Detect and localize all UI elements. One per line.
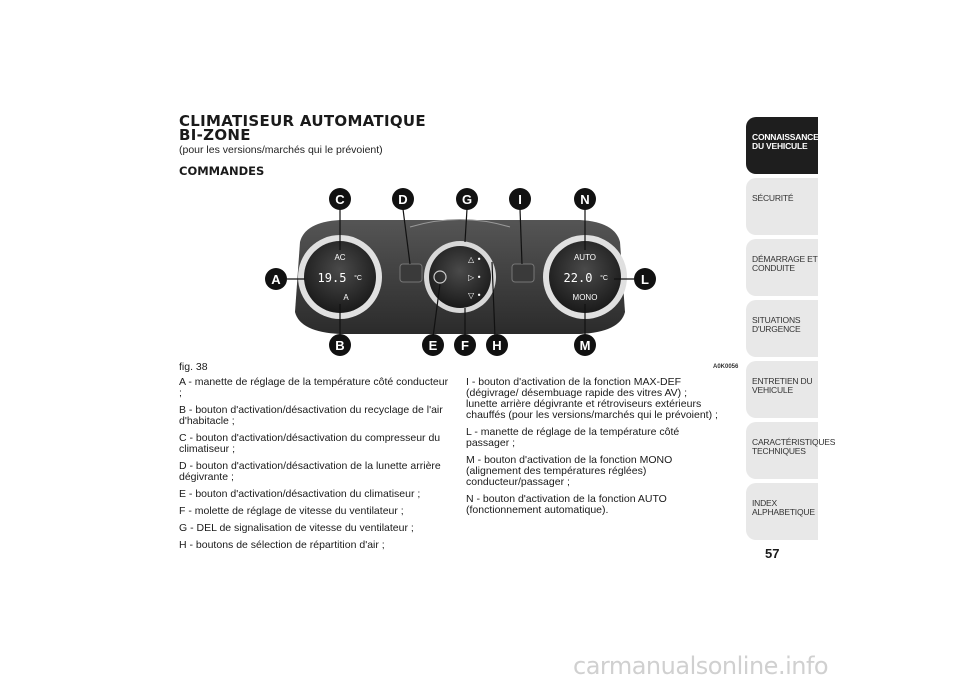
legend-item-H: H - boutons de sélection de répartition … xyxy=(179,539,385,551)
legend-item-L: L - manette de réglage de la température… xyxy=(466,426,680,449)
callout-F: F xyxy=(454,334,476,356)
page-heading: CLIMATISEUR AUTOMATIQUE BI-ZONE xyxy=(179,112,426,144)
svg-text:N: N xyxy=(580,192,589,207)
heading-line-2: BI-ZONE xyxy=(179,126,251,144)
legend-item-C: C - bouton d'activation/désactivation du… xyxy=(179,432,441,455)
callout-N: N xyxy=(574,188,596,210)
legend-item-F: F - molette de réglage de vitesse du ven… xyxy=(179,505,404,517)
svg-text:B: B xyxy=(335,338,344,353)
svg-text:I: I xyxy=(518,192,522,207)
callout-M: M xyxy=(574,334,596,356)
svg-text:▷ •: ▷ • xyxy=(468,273,481,282)
subtitle: (pour les versions/marchés qui le prévoi… xyxy=(179,144,383,156)
callout-L: L xyxy=(634,268,656,290)
legend-item-I: I - bouton d'activation de la fonction M… xyxy=(466,376,718,421)
callout-H: H xyxy=(486,334,508,356)
rear-defrost-button xyxy=(399,263,423,283)
svg-text:△ •: △ • xyxy=(468,255,481,264)
callout-C: C xyxy=(329,188,351,210)
watermark: carmanualsonline.info xyxy=(573,652,829,680)
panel-arc xyxy=(409,219,511,228)
svg-text:M: M xyxy=(580,338,591,353)
callout-B: B xyxy=(329,334,351,356)
recirc-label: A xyxy=(343,293,349,302)
legend-item-E: E - bouton d'activation/désactivation du… xyxy=(179,488,421,500)
svg-text:D: D xyxy=(398,192,407,207)
auto-label: AUTO xyxy=(574,253,596,262)
callout-A: A xyxy=(265,268,287,290)
callout-D: D xyxy=(392,188,414,210)
svg-text:L: L xyxy=(641,272,649,287)
svg-text:E: E xyxy=(429,338,438,353)
legend-item-D: D - bouton d'activation/désactivation de… xyxy=(179,460,441,483)
svg-text:H: H xyxy=(492,338,501,353)
legend-right: I - bouton d'activation de la fonction M… xyxy=(466,377,721,522)
tab-securite[interactable]: SÉCURITÉ xyxy=(746,178,818,235)
legend-item-A: A - manette de réglage de la température… xyxy=(179,376,449,399)
svg-text:G: G xyxy=(462,192,472,207)
power-button-icon xyxy=(433,270,447,284)
left-temp-display: 19.5 xyxy=(318,271,347,285)
legend-item-N: N - bouton d'activation de la fonction A… xyxy=(466,493,667,516)
ac-label: AC xyxy=(334,253,345,262)
callout-I: I xyxy=(509,188,531,210)
climate-control-figure: AC 19.5 °C A △ • ▷ • ▽ • AUTO 22.0 °C MO… xyxy=(265,188,656,356)
legend-item-B: B - bouton d'activation/désactivation du… xyxy=(179,404,443,427)
mono-label: MONO xyxy=(573,293,598,302)
callout-G: G xyxy=(456,188,478,210)
legend-item-M: M - bouton d'activation de la fonction M… xyxy=(466,454,673,488)
figure-caption: fig. 38 xyxy=(179,361,208,373)
svg-text:A: A xyxy=(271,272,281,287)
heading-line-1: CLIMATISEUR AUTOMATIQUE xyxy=(179,112,426,130)
section-title: COMMANDES xyxy=(179,164,265,178)
svg-text:▽ •: ▽ • xyxy=(468,291,481,300)
left-temp-unit: °C xyxy=(354,274,362,282)
figure-code: A0K0056 xyxy=(713,364,739,370)
page-number: 57 xyxy=(765,546,780,561)
max-def-button xyxy=(511,263,535,283)
legend-item-G: G - DEL de signalisation de vitesse du v… xyxy=(179,522,414,534)
legend-left: A - manette de réglage de la température… xyxy=(179,377,449,557)
right-temp-display: 22.0 xyxy=(564,271,593,285)
svg-text:C: C xyxy=(335,192,345,207)
right-temp-unit: °C xyxy=(600,274,608,282)
svg-text:F: F xyxy=(461,338,469,353)
callout-E: E xyxy=(422,334,444,356)
